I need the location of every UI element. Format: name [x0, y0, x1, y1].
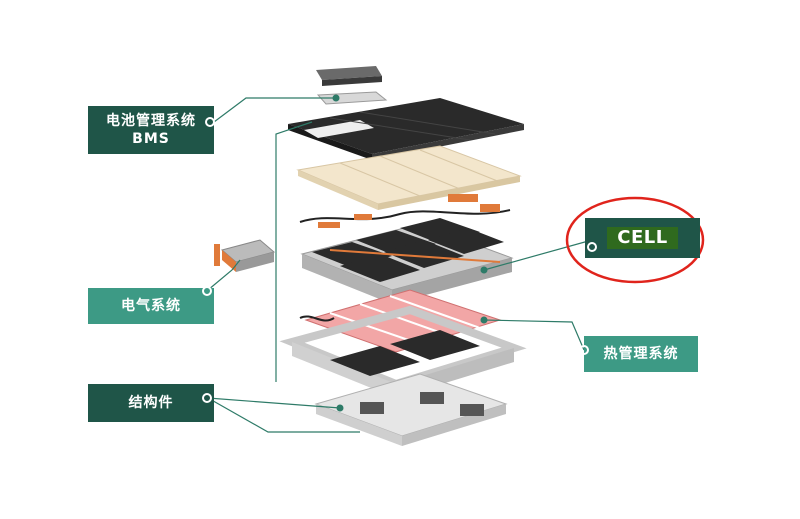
bms-connector-dot: [205, 117, 215, 127]
label-structure-text: 结构件: [128, 395, 174, 411]
wiring-harness: [299, 194, 511, 228]
top-cover: [288, 98, 524, 160]
leader-line-electrical: [207, 259, 241, 291]
bottom-plates: [314, 373, 508, 446]
insulation-layer: [296, 145, 522, 210]
anchor-dot-bms: [332, 94, 340, 102]
label-structure: 结构件: [88, 384, 214, 422]
leader-line-bms: [213, 97, 336, 123]
leader-line-thermal: [483, 319, 585, 351]
label-electrical-text: 电气系统: [121, 298, 181, 314]
electrical-connector-dot: [202, 286, 212, 296]
leader-line-structure-top: [275, 121, 313, 382]
leader-line-structure-mid: [207, 397, 341, 409]
anchor-dot-cell: [480, 266, 488, 274]
structure-connector-dot: [202, 393, 212, 403]
label-bms-line1: 电池管理系统: [106, 113, 196, 129]
cell-connector-dot: [587, 242, 597, 252]
top-small-module: [316, 66, 382, 86]
label-electrical: 电气系统: [88, 288, 214, 324]
electrical-box: [214, 239, 276, 272]
anchor-dot-structure: [336, 404, 344, 412]
leader-line-structure-bottom: [207, 397, 360, 433]
label-bms-line2: BMS: [132, 131, 170, 147]
label-cell: CELL: [585, 218, 700, 258]
leader-line-cell: [483, 239, 593, 271]
cell-highlight-circle: [565, 196, 705, 284]
label-cell-text: CELL: [607, 227, 678, 249]
anchor-dot-thermal: [480, 316, 488, 324]
leader-lines: [207, 97, 593, 433]
label-thermal: 热管理系统: [584, 336, 698, 372]
thermal-plates: [299, 289, 502, 353]
thermal-connector-dot: [579, 345, 589, 355]
label-bms: 电池管理系统 BMS: [88, 106, 214, 154]
label-thermal-text: 热管理系统: [603, 346, 679, 362]
